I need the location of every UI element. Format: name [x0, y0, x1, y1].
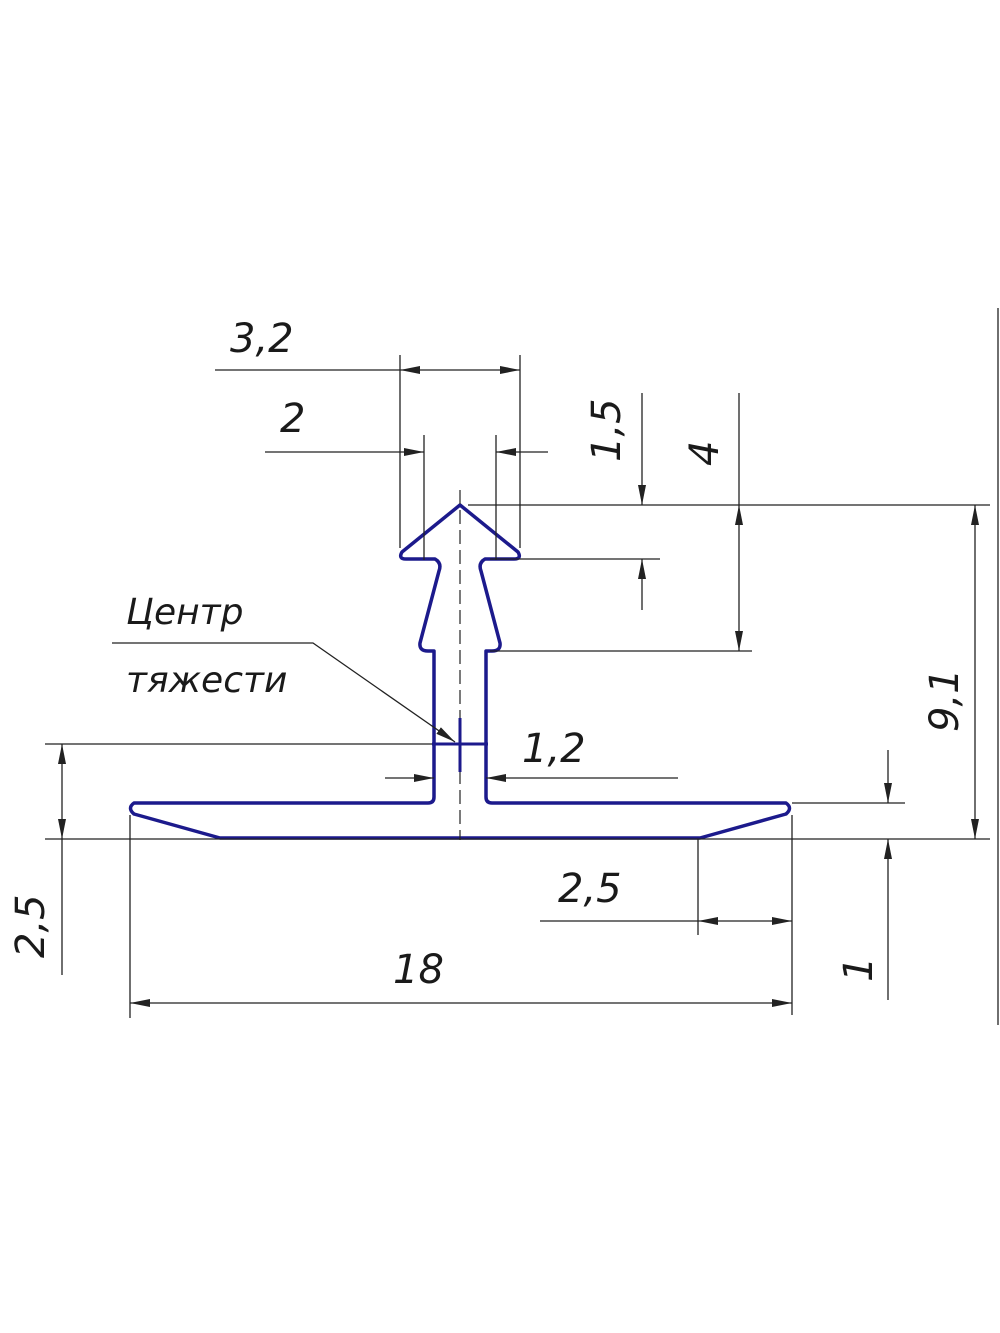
label-center-of-gravity-line1: Центр	[126, 592, 243, 633]
dim-text-total-height: 9,1	[922, 668, 968, 732]
dim-text-stem-width: 1,2	[522, 726, 586, 772]
dim-text-head-height: 1,5	[584, 398, 630, 462]
dim-text-flange-bevel: 2,5	[558, 866, 622, 912]
dim-text-upper-height: 4	[682, 441, 728, 466]
dim-text-center-height: 2,5	[8, 894, 54, 958]
cog-leader	[112, 642, 456, 743]
dim-text-head-width: 3,2	[230, 316, 294, 362]
dim-text-base-width: 18	[393, 947, 444, 993]
label-center-of-gravity-line2: тяжести	[126, 660, 287, 701]
dim-text-base-thickness: 1	[836, 957, 882, 982]
dim-text-neck-width: 2	[280, 396, 305, 442]
